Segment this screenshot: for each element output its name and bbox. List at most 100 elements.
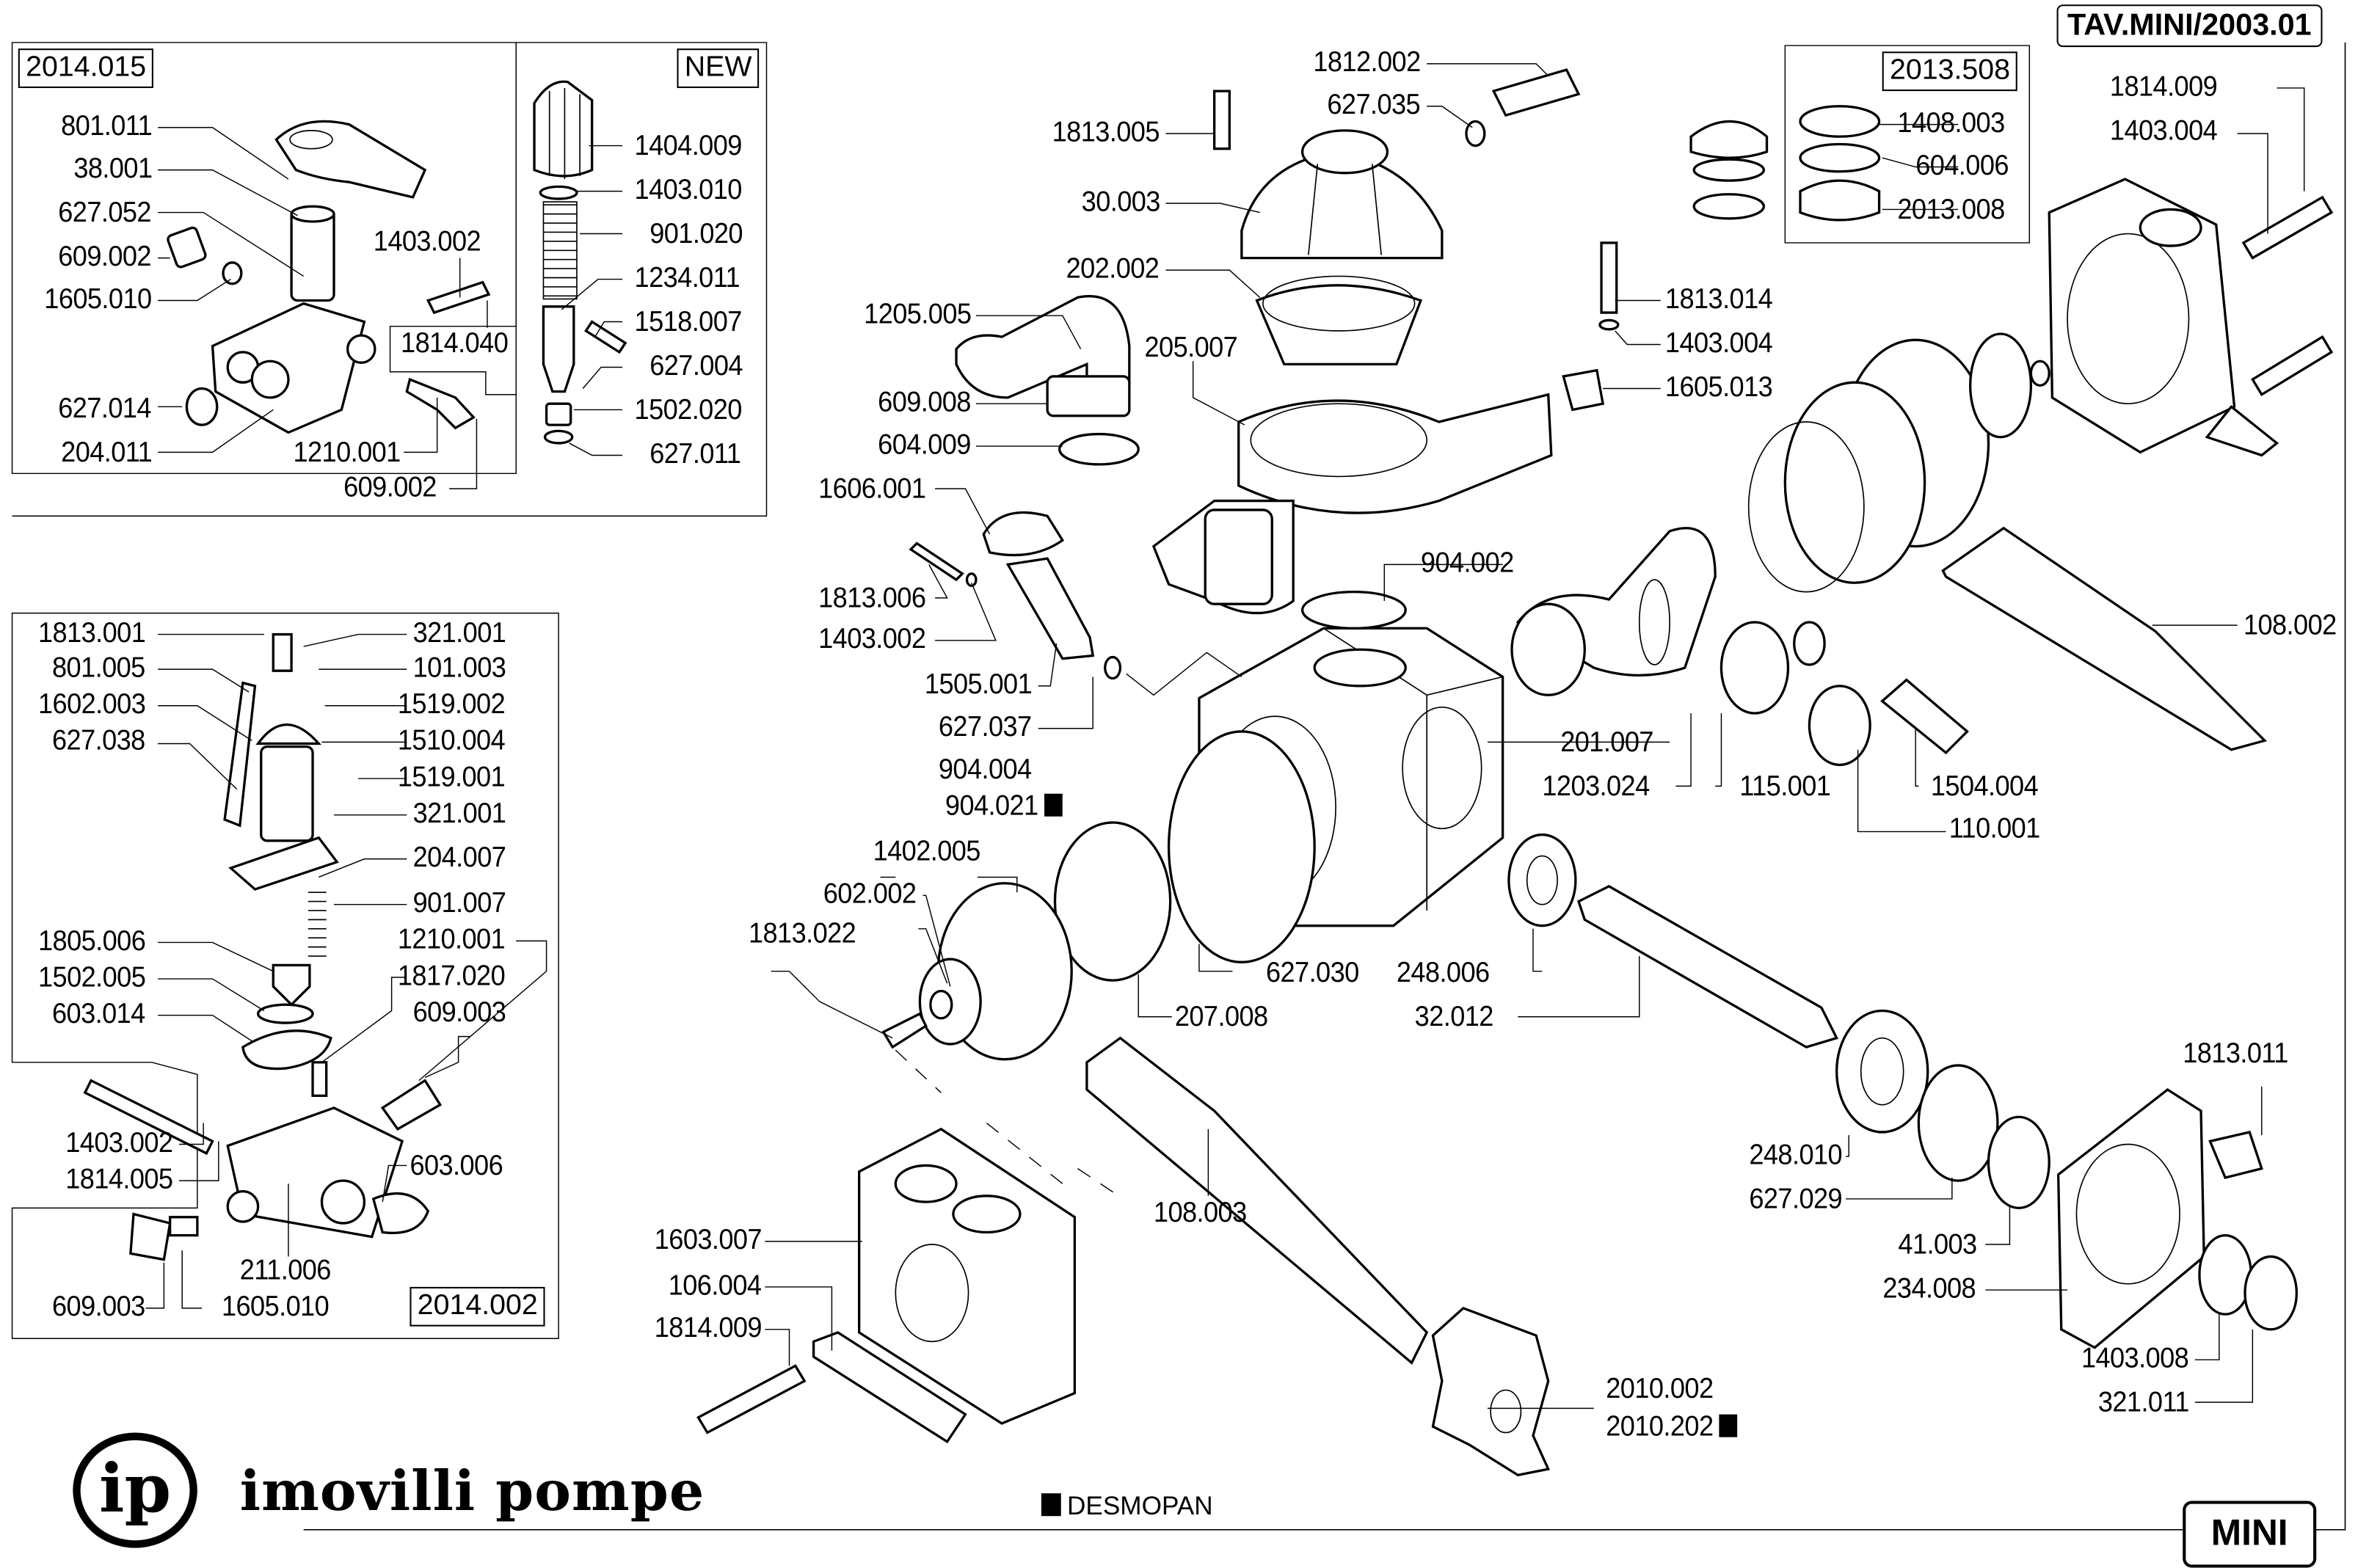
bolt	[426, 280, 491, 315]
part-label: 627.004	[649, 350, 743, 383]
part-label: 1403.008	[2081, 1343, 2189, 1375]
part-label: 207.008	[1174, 1002, 1268, 1034]
sheet-frame	[303, 42, 2346, 1531]
kit-code-2014-002: 2014.002	[410, 1286, 546, 1327]
part-label: 1813.011	[2183, 1038, 2288, 1071]
part-label: 602.002	[823, 878, 917, 911]
bracket	[1085, 1036, 1429, 1365]
valve-cone	[272, 963, 311, 1007]
part-label: 32.012	[1414, 1002, 1494, 1034]
part-label: 1210.001	[293, 437, 401, 470]
part-label: 321.001	[412, 798, 506, 831]
desmopan-marker-icon	[1719, 1414, 1737, 1437]
seat	[545, 402, 572, 426]
brand-name: imovilli pompe	[239, 1459, 705, 1524]
part-number: 904.021	[945, 790, 1039, 823]
part-label: 115.001	[1739, 770, 1831, 803]
part-label: 248.010	[1750, 1139, 1843, 1172]
part-label: 1505.001	[925, 669, 1033, 701]
spring	[307, 891, 327, 957]
washer	[539, 185, 578, 200]
part-label: 204.011	[60, 437, 153, 470]
part-label: 904.021	[946, 792, 1063, 823]
part-label: 1805.006	[38, 925, 146, 958]
part-label: 1813.006	[818, 583, 926, 615]
part-label: 1603.007	[655, 1225, 763, 1257]
part-label: 106.004	[669, 1270, 763, 1302]
part-label: 1203.024	[1542, 770, 1650, 803]
bolt	[696, 1364, 807, 1434]
desmopan-marker-icon	[1041, 1493, 1061, 1517]
kit-box-outline	[1784, 45, 2031, 244]
oil-seal	[1987, 1115, 2050, 1210]
part-label: 604.009	[878, 429, 972, 462]
part-label: 321.011	[2097, 1387, 2189, 1419]
part-label: 201.007	[1560, 726, 1653, 759]
part-label: 234.008	[1883, 1273, 1976, 1305]
pump-head-cover	[1240, 129, 1444, 260]
part-label: 38.001	[73, 153, 153, 186]
wing-nut	[129, 1212, 172, 1261]
part-label: 627.035	[1328, 90, 1421, 122]
part-label: 1605.010	[221, 1291, 330, 1324]
part-label: 901.007	[412, 887, 506, 920]
part-label: 1605.010	[44, 283, 153, 316]
connecting-rod	[1510, 527, 1717, 696]
part-label: 1814.040	[401, 327, 509, 360]
part-label: 1510.004	[397, 725, 506, 758]
part-label: 1813.001	[38, 617, 146, 650]
part-label: 627.030	[1265, 958, 1359, 990]
kit-code-2013-508: 2013.508	[1882, 51, 2018, 92]
bearing	[1507, 833, 1577, 927]
part-label: 1519.001	[397, 762, 506, 794]
check-valve	[1300, 590, 1407, 630]
part-label: 1234.011	[634, 262, 740, 295]
part-label: 1812.002	[1313, 47, 1422, 79]
part-label: 2013.008	[1897, 194, 2005, 227]
fitting	[1491, 68, 1581, 117]
spring	[542, 201, 578, 300]
part-label: 1814.009	[2109, 71, 2218, 103]
pressure-regulator	[223, 632, 339, 891]
part-label: 1403.010	[634, 174, 743, 207]
pump-head-left	[858, 1127, 1077, 1425]
pump-head-right	[2048, 178, 2279, 457]
part-label: 604.006	[1915, 150, 2009, 183]
kit-code-2014-015: 2014.015	[18, 48, 154, 88]
kit-box-outline	[11, 612, 559, 1339]
part-label: 1402.005	[873, 836, 981, 869]
seal-ring	[1058, 432, 1140, 466]
valve-assembly	[1689, 105, 1881, 222]
o-ring	[1104, 655, 1122, 680]
kit-code-new: NEW	[677, 48, 760, 88]
part-label: 1502.005	[38, 962, 146, 994]
bolt	[909, 541, 964, 582]
bolt	[1600, 241, 1618, 314]
plug	[982, 511, 1065, 557]
pin	[584, 320, 627, 354]
part-label: 627.052	[59, 197, 152, 230]
pin	[1880, 678, 1969, 755]
part-label: 321.001	[412, 617, 506, 650]
part-label: 110.001	[1948, 813, 2041, 846]
nut	[167, 226, 207, 269]
part-label: 1814.009	[655, 1313, 763, 1345]
part-label: 801.005	[52, 652, 146, 685]
part-label: 41.003	[1897, 1229, 1977, 1261]
piston	[542, 305, 575, 393]
regulator-lever	[274, 120, 427, 199]
part-label: 30.003	[1080, 186, 1160, 219]
regulator-body	[211, 205, 376, 434]
manifold	[1151, 393, 1553, 615]
part-label: 627.011	[649, 438, 741, 471]
o-ring	[1917, 1064, 1999, 1182]
o-ring-large	[1167, 730, 1316, 963]
nut	[2243, 1255, 2298, 1331]
part-label: 1502.020	[634, 394, 743, 427]
part-label: 205.007	[1144, 332, 1238, 365]
part-label: 202.002	[1066, 253, 1160, 285]
part-label: 801.011	[60, 110, 153, 143]
part-label: 248.006	[1396, 958, 1490, 990]
